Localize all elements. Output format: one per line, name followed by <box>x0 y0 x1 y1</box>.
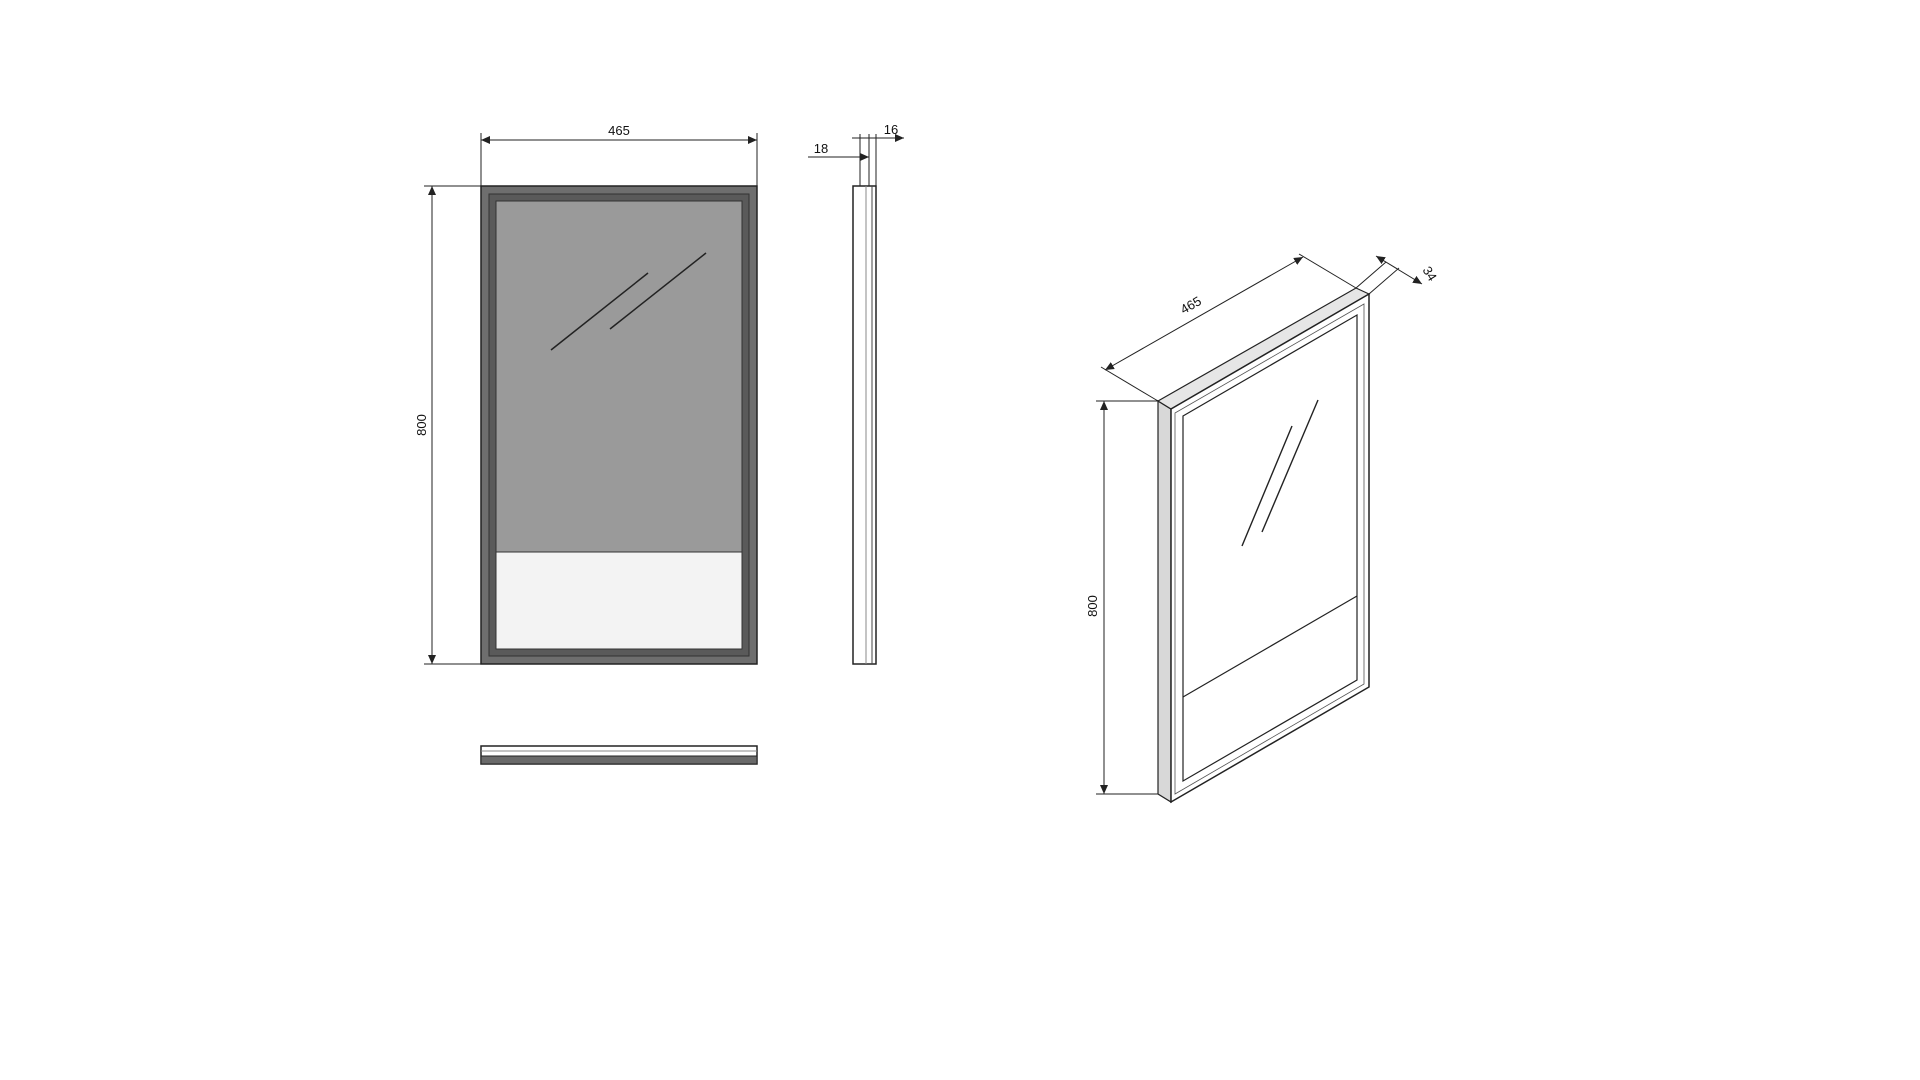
side-view: 16 18 <box>808 122 904 665</box>
iso-width-dimension-line <box>1104 256 1304 371</box>
top-view <box>480 745 758 765</box>
side-frame-depth-label: 16 <box>884 122 898 137</box>
front-reflection-line <box>609 252 707 330</box>
front-height-label: 800 <box>414 414 429 436</box>
iso-depth-label: 34 <box>1420 264 1440 284</box>
front-width-label: 465 <box>608 123 630 138</box>
front-reflection-line <box>550 272 649 351</box>
iso-view: 800 465 34 <box>1085 253 1440 804</box>
front-shelf-panel <box>495 551 743 650</box>
iso-reflection-line <box>1241 425 1293 547</box>
iso-shelf-line <box>1182 595 1358 698</box>
side-profile <box>852 185 877 665</box>
iso-width-label: 465 <box>1178 293 1204 317</box>
iso-height-label: 800 <box>1085 595 1100 617</box>
iso-side-face <box>1157 399 1172 804</box>
front-view: 465 800 <box>414 123 758 665</box>
iso-depth-dimension-line <box>1375 255 1423 285</box>
iso-reflection-line <box>1261 399 1319 533</box>
side-total-depth-label: 18 <box>814 141 828 156</box>
front-mirror-glass <box>495 200 743 553</box>
